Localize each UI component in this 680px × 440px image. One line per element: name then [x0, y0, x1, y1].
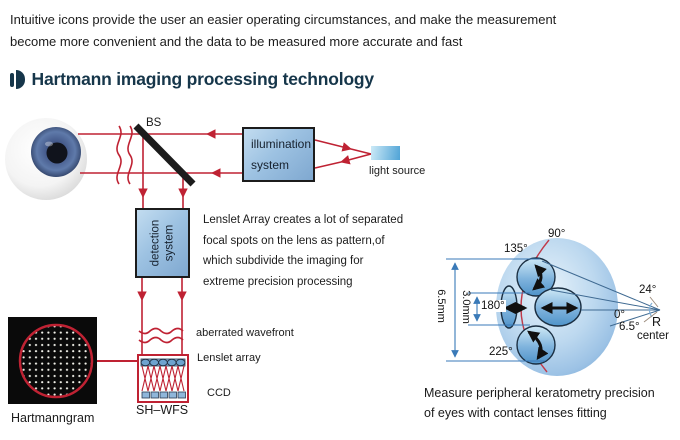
light-source-icon	[371, 146, 400, 160]
angle-225-label: 225°	[489, 346, 513, 358]
angle-0-label: 0°	[614, 309, 625, 321]
illumination-system-box: illumination system	[242, 127, 315, 182]
eye-icon	[5, 118, 87, 200]
keratometry-sphere	[496, 238, 618, 376]
hartmanngram-image	[8, 317, 138, 404]
hartmanngram-label: Hartmanngram	[11, 411, 95, 425]
keratometry-caption: Measure peripheral keratometry precision…	[424, 386, 655, 420]
detection-label-line2: system	[163, 224, 176, 262]
beam-splitter	[133, 123, 196, 187]
lenslet-lenses	[140, 358, 186, 367]
section-heading: Hartmann imaging processing technology	[10, 69, 374, 90]
shwfs-label: SH–WFS	[136, 403, 189, 417]
illumination-label-line2: system	[251, 158, 290, 173]
ccd-label: CCD	[207, 387, 231, 399]
aberrated-wave-2	[138, 336, 184, 344]
lenslet-note: Lenslet Array creates a lot of separated…	[203, 214, 404, 289]
zone-circle-225	[516, 325, 556, 365]
label-leaders	[643, 296, 659, 323]
angle-180-label: 180°	[480, 300, 506, 312]
detection-system-box: detection system	[135, 208, 190, 278]
aberrated-wavefront-label: aberrated wavefront	[196, 327, 294, 339]
axis-arrows	[503, 264, 579, 360]
angle-135-label: 135°	[504, 243, 528, 255]
angle-24-label: 24°	[639, 284, 657, 296]
wavefront-wavy-left	[116, 125, 122, 185]
angle-90-label: 90°	[548, 228, 566, 240]
detection-label-line1: detection	[149, 219, 162, 267]
bs-label: BS	[146, 117, 162, 129]
angle-lines	[541, 260, 661, 327]
section-title: Hartmann imaging processing technology	[31, 69, 375, 89]
wavefront-wavy-right	[127, 125, 133, 185]
section-bullet-icon	[10, 70, 25, 89]
shwfs-assembly	[137, 354, 189, 403]
beam-paths	[78, 125, 372, 356]
light-source-label: light source	[369, 165, 426, 177]
aberrated-wave-1	[138, 327, 184, 335]
hartmanngram-dot-circle	[18, 323, 94, 399]
dim-inner-label: 3.0mm	[460, 290, 472, 324]
lenslet-array-label: Lenslet array	[197, 352, 261, 364]
illumination-label-line1: illumination	[251, 136, 312, 151]
intro-paragraph: Intuitive icons provide the user an easi…	[10, 12, 557, 49]
r-label: R	[652, 315, 662, 329]
center-label: center	[637, 330, 669, 342]
dim-outer-label: 6.5mm	[435, 289, 447, 323]
ccd-segments	[141, 391, 186, 399]
focal-cones	[141, 365, 185, 392]
dimension-lines	[446, 258, 545, 362]
angle-6-5-label: 6.5°	[619, 321, 640, 333]
